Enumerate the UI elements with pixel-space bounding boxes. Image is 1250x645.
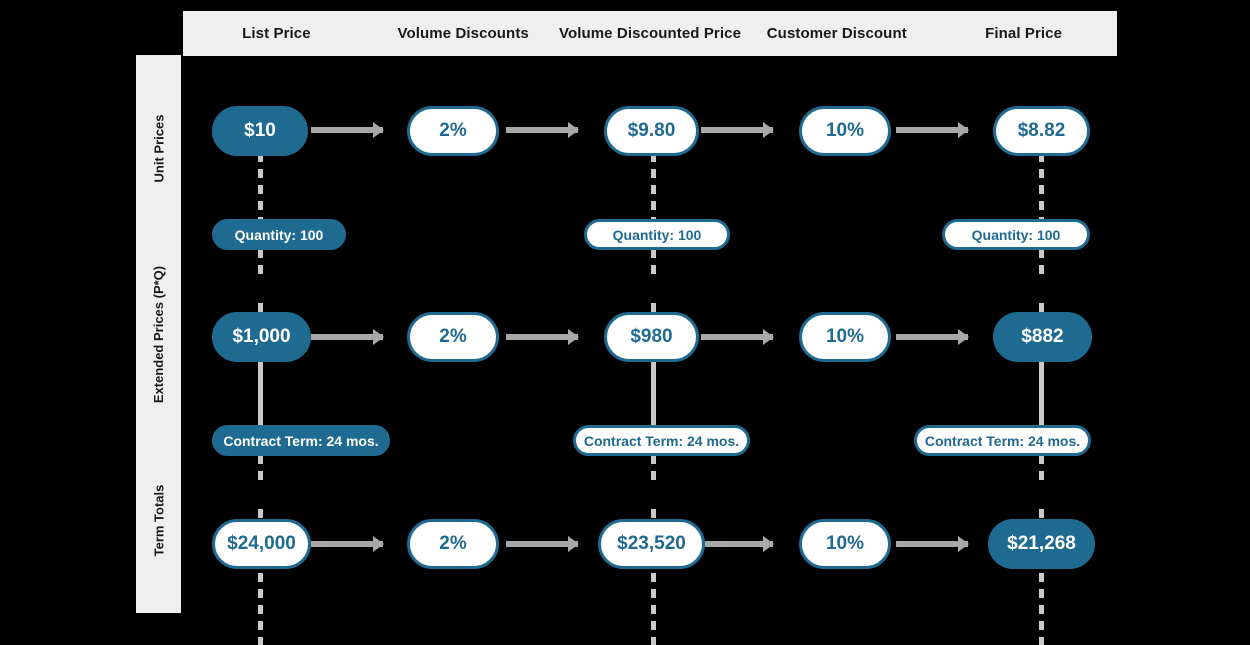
dashed-connector-final-bottom-upper (1039, 359, 1044, 485)
arrow-extended-2 (506, 334, 578, 340)
node-extended-list-price[interactable]: $1,000 (212, 312, 311, 362)
arrow-extended-3 (701, 334, 773, 340)
pricing-flow: $10 2% $9.80 10% $8.82 Quantity: 100 Qua… (183, 56, 1117, 645)
badge-quantity-list-price[interactable]: Quantity: 100 (212, 219, 346, 250)
row-label-extended-prices-text: Extended Prices (P*Q) (151, 265, 166, 403)
column-header-volume-discounts: Volume Discounts (397, 25, 529, 42)
dashed-connector-final-upper (1039, 153, 1044, 279)
badge-term-list-price[interactable]: Contract Term: 24 mos. (212, 425, 390, 456)
node-term-list-price[interactable]: $24,000 (212, 519, 311, 569)
node-extended-final-price[interactable]: $882 (993, 312, 1092, 362)
arrow-unit-4 (896, 127, 968, 133)
node-unit-volume-discounted-price[interactable]: $9.80 (604, 106, 699, 156)
node-term-volume-discounted-price[interactable]: $23,520 (598, 519, 705, 569)
node-unit-final-price[interactable]: $8.82 (993, 106, 1090, 156)
dashed-connector-final-bottom-lower (1039, 509, 1044, 645)
arrow-term-4 (896, 541, 968, 547)
node-term-final-price[interactable]: $21,268 (988, 519, 1095, 569)
diagram-canvas: List Price Volume Discounts Volume Disco… (0, 0, 1250, 625)
column-header-list-price: List Price (242, 25, 311, 42)
node-term-customer-discount[interactable]: 10% (799, 519, 891, 569)
badge-quantity-discounted-price[interactable]: Quantity: 100 (584, 219, 730, 250)
node-unit-volume-discount[interactable]: 2% (407, 106, 499, 156)
node-extended-customer-discount[interactable]: 10% (799, 312, 891, 362)
node-extended-volume-discounted-price[interactable]: $980 (604, 312, 699, 362)
arrow-term-2 (506, 541, 578, 547)
dashed-connector-list-price-bottom-lower (258, 509, 263, 645)
row-label-rail: Unit Prices Extended Prices (P*Q) Term T… (136, 55, 181, 613)
row-label-unit-prices: Unit Prices (136, 55, 181, 241)
arrow-unit-2 (506, 127, 578, 133)
badge-term-discounted-price[interactable]: Contract Term: 24 mos. (573, 425, 750, 456)
column-header-final-price: Final Price (985, 25, 1063, 42)
arrow-term-1 (311, 541, 383, 547)
dashed-connector-list-price-bottom-upper (258, 359, 263, 485)
dashed-connector-discounted-bottom-lower (651, 509, 656, 645)
node-unit-customer-discount[interactable]: 10% (799, 106, 891, 156)
column-header-bar: List Price Volume Discounts Volume Disco… (183, 11, 1117, 56)
row-label-term-totals-text: Term Totals (151, 484, 167, 556)
row-label-extended-prices: Extended Prices (P*Q) (136, 241, 181, 427)
badge-term-final-price[interactable]: Contract Term: 24 mos. (914, 425, 1091, 456)
arrow-term-3 (701, 541, 773, 547)
row-label-unit-prices-text: Unit Prices (151, 114, 167, 182)
arrow-extended-1 (311, 334, 383, 340)
arrow-extended-4 (896, 334, 968, 340)
node-term-volume-discount[interactable]: 2% (407, 519, 499, 569)
row-label-term-totals: Term Totals (136, 427, 181, 613)
badge-quantity-final-price[interactable]: Quantity: 100 (942, 219, 1090, 250)
column-header-customer-discount: Customer Discount (766, 25, 907, 42)
dashed-connector-list-price-upper (258, 153, 263, 279)
node-extended-volume-discount[interactable]: 2% (407, 312, 499, 362)
arrow-unit-1 (311, 127, 383, 133)
column-header-volume-discounted-price: Volume Discounted Price (558, 25, 742, 42)
node-unit-list-price[interactable]: $10 (212, 106, 308, 156)
dashed-connector-discounted-upper (651, 153, 656, 279)
dashed-connector-discounted-bottom-upper (651, 359, 656, 485)
arrow-unit-3 (701, 127, 773, 133)
